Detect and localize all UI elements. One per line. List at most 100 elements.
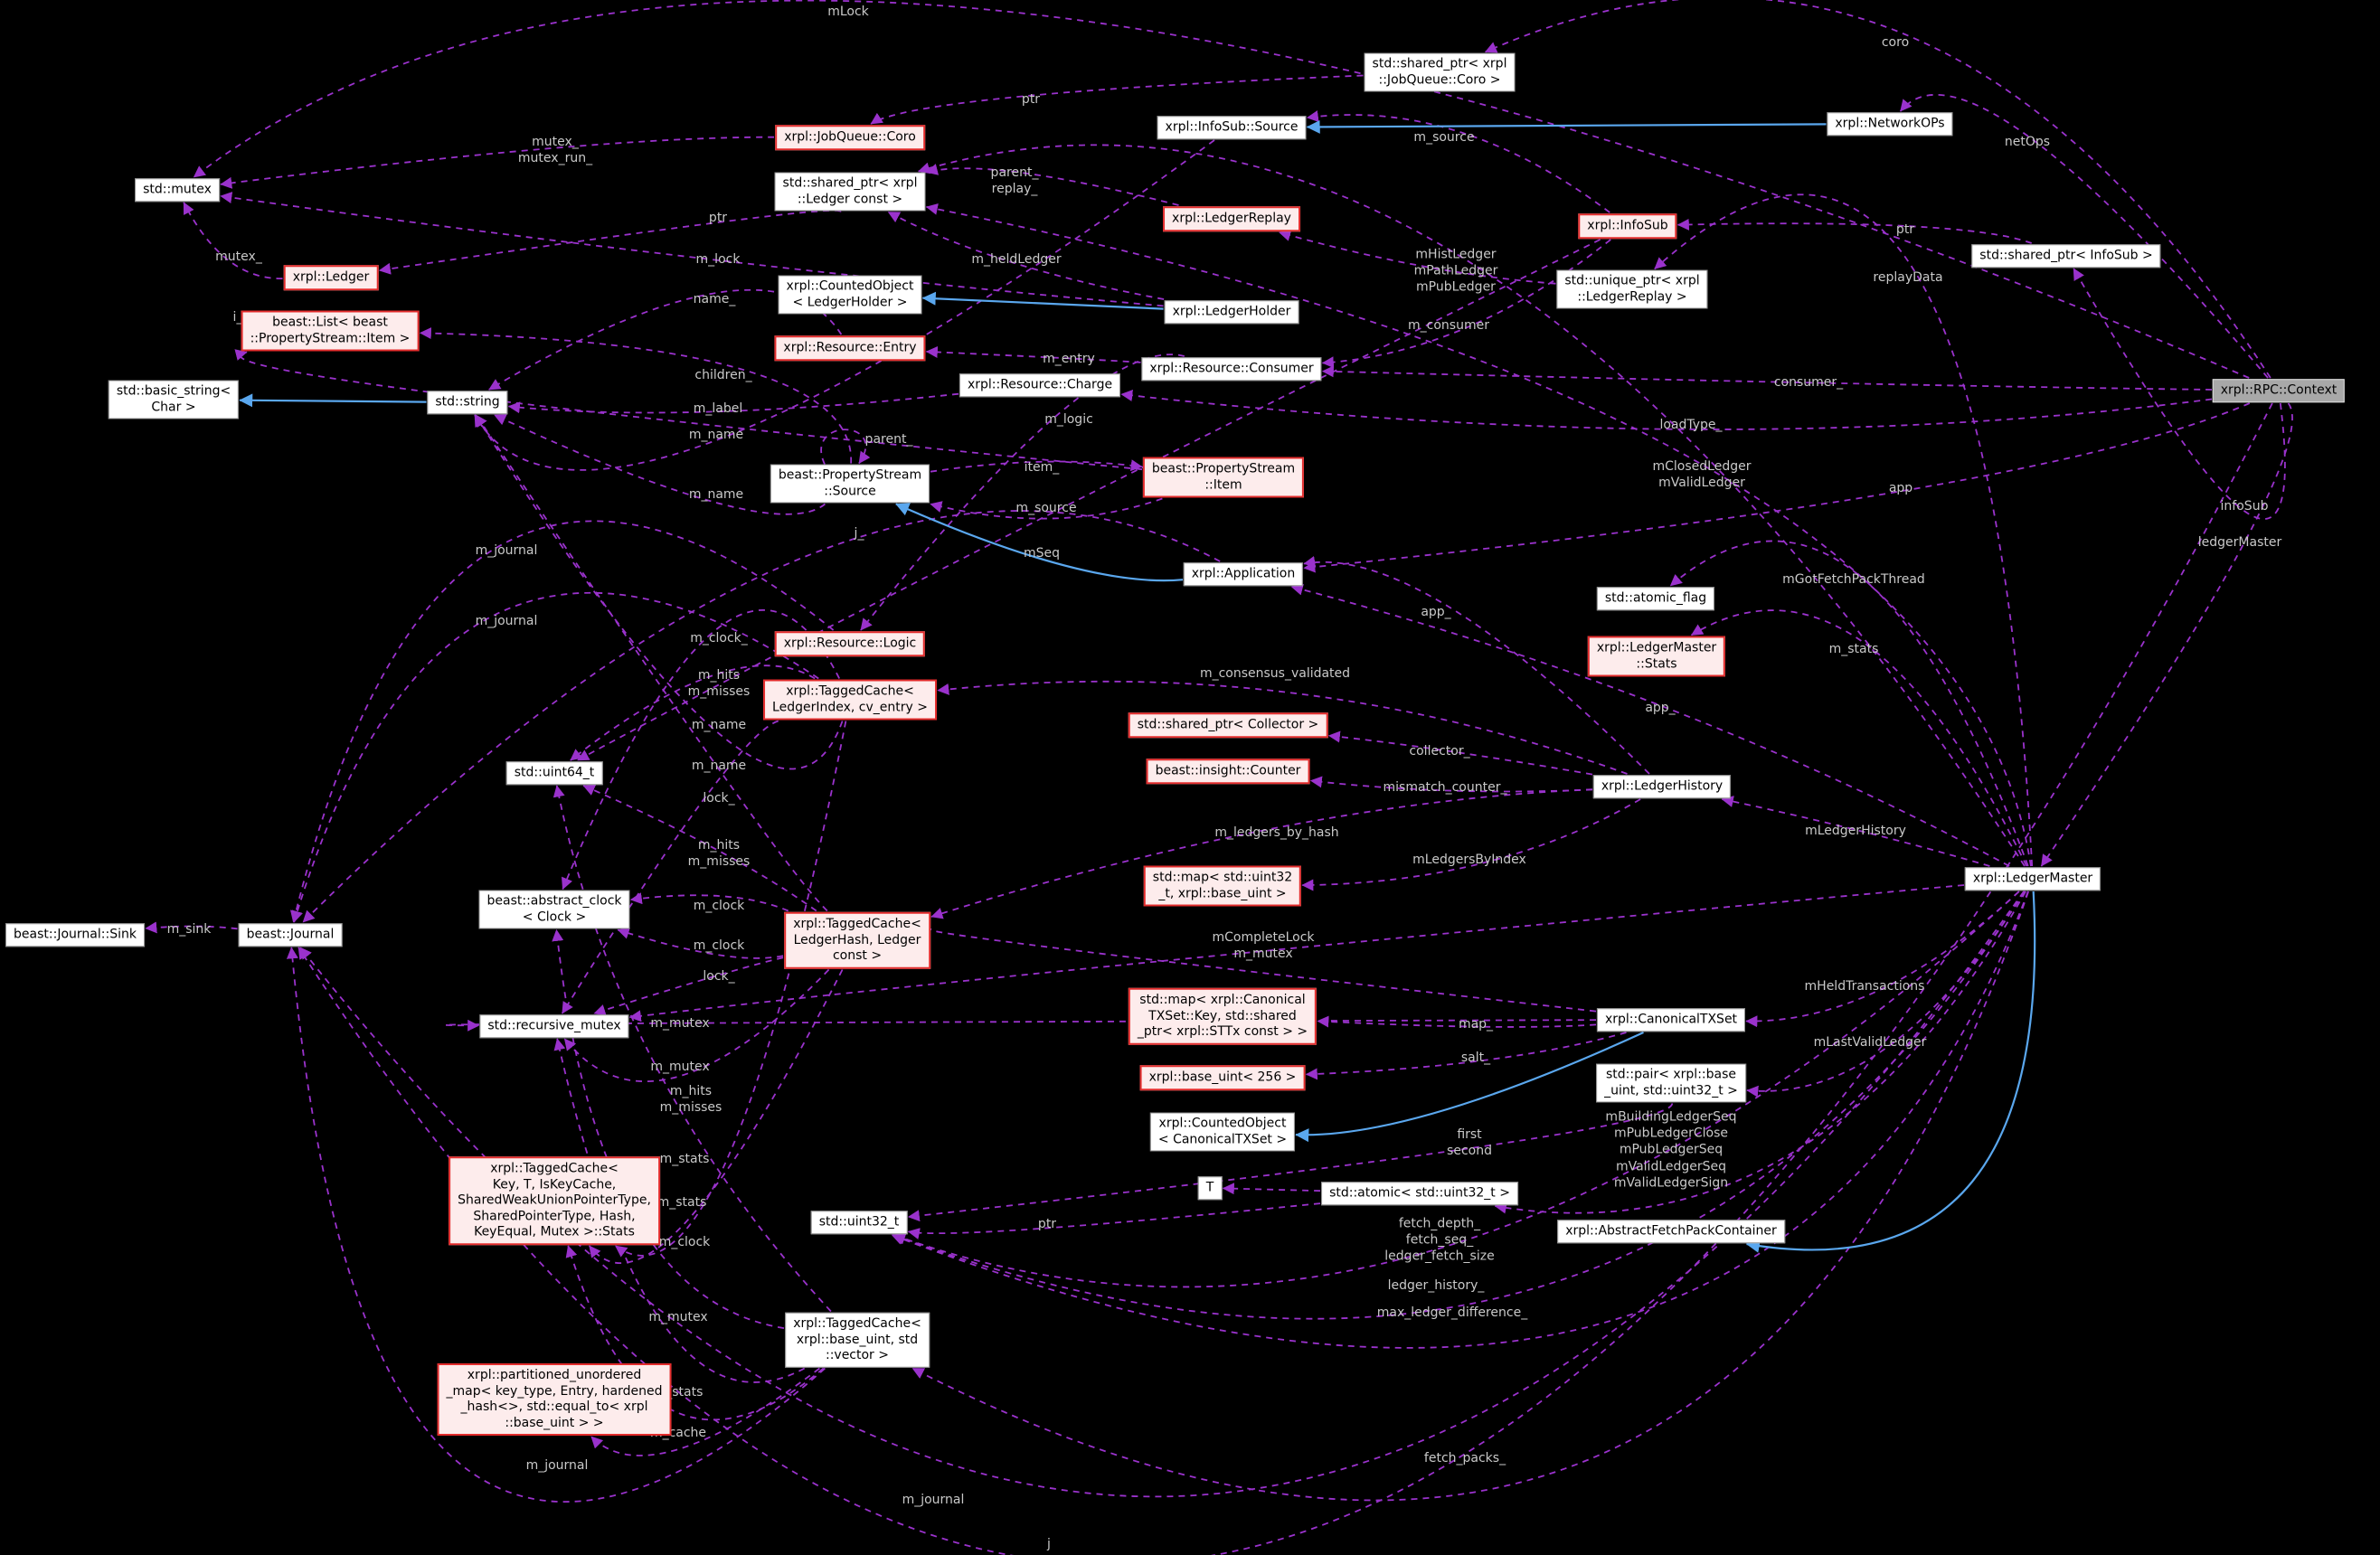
edge-label-m_consumer: m_consumer (1408, 317, 1489, 333)
edge-application-ps_source (895, 503, 1184, 582)
node-abstract_clock[interactable]: beast::abstract_clock < Clock > (478, 890, 630, 929)
node-map_canonical[interactable]: std::map< xrpl::Canonical TXSet::Key, st… (1128, 987, 1318, 1045)
node-journal_sink[interactable]: beast::Journal::Sink (5, 923, 145, 947)
node-co_canonicaltxset[interactable]: xrpl::CountedObject < CanonicalTXSet > (1149, 1112, 1296, 1152)
node-ledgerreplay[interactable]: xrpl::LedgerReplay (1163, 206, 1300, 231)
edge-label-netOps: netOps (2004, 134, 2051, 149)
edge-ps_source-string (494, 414, 826, 515)
node-ledgermaster[interactable]: xrpl::LedgerMaster (1964, 867, 2101, 891)
edge-label-m_stats: m_stats (656, 1194, 707, 1210)
node-canonicaltxset[interactable]: xrpl::CanonicalTXSet (1596, 1008, 1746, 1032)
node-up_ledgerreplay[interactable]: std::unique_ptr< xrpl ::LedgerReplay > (1556, 269, 1708, 309)
edge-label-m_name: m_name (688, 427, 744, 442)
node-uint32[interactable]: std::uint32_t (810, 1211, 908, 1234)
node-uint64[interactable]: std::uint64_t (505, 761, 603, 785)
node-sp_jq_coro[interactable]: std::shared_ptr< xrpl ::JobQueue::Coro > (1364, 52, 1516, 92)
edge-tc_ledgerindex-journal (291, 592, 819, 923)
edge-label-m_clock: m_clock (658, 1234, 711, 1249)
edge-application-journal (302, 510, 1221, 923)
node-tc_ledgerhash[interactable]: xrpl::TaggedCache< LedgerHash, Ledger co… (784, 911, 930, 969)
edge-rpc_context-application (1303, 402, 2251, 573)
node-ps_item[interactable]: beast::PropertyStream ::Item (1142, 457, 1305, 498)
node-ledgerholder[interactable]: xrpl::LedgerHolder (1164, 300, 1299, 324)
edge-atomic_uint32-uint32 (907, 1202, 1321, 1239)
edge-ps_source-ps_source (820, 429, 871, 465)
node-atomic_flag[interactable]: std::atomic_flag (1596, 587, 1715, 610)
node-networkops[interactable]: xrpl::NetworkOPs (1827, 112, 1953, 136)
node-journal[interactable]: beast::Journal (238, 923, 343, 947)
edge-label-m_logic: m_logic (1044, 411, 1093, 427)
node-resource_charge[interactable]: xrpl::Resource::Charge (959, 373, 1121, 397)
edge-tc_ledgerindex-string (475, 414, 844, 770)
node-beast_list[interactable]: beast::List< beast ::PropertyStream::Ite… (241, 310, 420, 352)
node-rpc_context[interactable]: xrpl::RPC::Context (2212, 379, 2346, 402)
edge-label-m_source: m_source (1015, 500, 1077, 515)
edge-ledgermaster-lm_stats (1690, 609, 2028, 867)
edge-ledgerreplay-sp_ledger_const (925, 164, 1179, 206)
edge-tc_ledgerhash-tc_stats (588, 969, 844, 1264)
edge-label-m_journal: m_journal (902, 1492, 965, 1507)
edge-label-mLedgersByIndex: mLedgersByIndex (1412, 852, 1526, 867)
node-resource_entry[interactable]: xrpl::Resource::Entry (774, 335, 926, 361)
edge-atomic_uint32-t_box (1222, 1183, 1321, 1195)
node-infosub_source[interactable]: xrpl::InfoSub::Source (1157, 116, 1307, 139)
edge-tc_baseuint_vector-tc_stats (565, 1245, 825, 1421)
edge-label-m_lock: m_lock (695, 251, 741, 267)
node-ps_source[interactable]: beast::PropertyStream ::Source (770, 464, 930, 504)
node-string[interactable]: std::string (427, 391, 508, 414)
node-pair_baseuint[interactable]: std::pair< xrpl::base _uint, std::uint32… (1596, 1063, 1746, 1103)
node-sp_collector[interactable]: std::shared_ptr< Collector > (1128, 712, 1328, 738)
node-t_box[interactable]: T (1197, 1176, 1223, 1200)
edge-label-m_journal: m_journal (475, 542, 538, 558)
node-sp_ledger_const[interactable]: std::shared_ptr< xrpl ::Ledger const > (774, 172, 926, 212)
edge-label-consumer_: consumer_ (1773, 374, 1844, 390)
edge-ledgerholder-mutex (220, 192, 1164, 307)
node-tc_stats[interactable]: xrpl::TaggedCache< Key, T, IsKeyCache, S… (449, 1156, 660, 1245)
node-tc_baseuint_vector[interactable]: xrpl::TaggedCache< xrpl::base_uint, std … (785, 1312, 930, 1368)
edge-label-mCompleteLock: mCompleteLock m_mutex (1212, 929, 1315, 961)
node-co_ledgerholder[interactable]: xrpl::CountedObject < LedgerHolder > (778, 275, 922, 315)
node-sp_infosub[interactable]: std::shared_ptr< InfoSub > (1971, 244, 2161, 268)
node-tc_ledgerindex[interactable]: xrpl::TaggedCache< LedgerIndex, cv_entry… (763, 679, 937, 721)
node-recursive_mutex[interactable]: std::recursive_mutex (479, 1014, 629, 1038)
edge-label-name_: name_ (693, 291, 736, 306)
edge-sp_jq_coro-jobqueue_coro (870, 74, 1364, 125)
edge-label-m_hits: m_hits m_misses (659, 1083, 722, 1115)
edge-label-mLock: mLock (827, 4, 869, 19)
node-partitioned_map[interactable]: xrpl::partitioned_unordered _map< key_ty… (437, 1363, 672, 1436)
edge-ledgermaster-canonicaltxset (1745, 891, 2020, 1028)
edge-canonicaltxset-map_canonical (1317, 1015, 1597, 1028)
edge-label-mHistLedger: mHistLedger mPathLedger mPubLedger (1413, 247, 1498, 296)
node-infosub[interactable]: xrpl::InfoSub (1578, 213, 1677, 239)
edge-label-mutex_: mutex_ (215, 249, 262, 264)
node-map_uint32_baseuint[interactable]: std::map< std::uint32 _t, xrpl::base_uin… (1143, 865, 1302, 907)
edge-label-m_label: m_label (693, 401, 743, 416)
node-lm_stats[interactable]: xrpl::LedgerMaster ::Stats (1587, 636, 1726, 677)
edge-ps_source-ps_item (930, 459, 1143, 473)
edge-ledgerholder-co_ledgerholder (921, 291, 1164, 310)
node-application[interactable]: xrpl::Application (1183, 562, 1304, 586)
edge-label-m_clock: m_clock (693, 898, 745, 913)
node-abstractfetchpack[interactable]: xrpl::AbstractFetchPackContainer (1557, 1220, 1785, 1243)
edge-label-i_: i_ (232, 309, 243, 325)
node-insight_counter[interactable]: beast::insight::Counter (1146, 759, 1310, 784)
edge-label-mBuildingLedgerSeq: mBuildingLedgerSeq mPubLedgerClose mPubL… (1605, 1109, 1737, 1191)
node-ledger[interactable]: xrpl::Ledger (283, 265, 379, 290)
edge-label-app: app (1888, 480, 1913, 495)
node-resource_consumer[interactable]: xrpl::Resource::Consumer (1141, 357, 1322, 381)
node-mutex[interactable]: std::mutex (135, 178, 220, 202)
node-atomic_uint32[interactable]: std::atomic< std::uint32_t > (1321, 1182, 1518, 1205)
edge-canonicaltxset-co_canonicaltxset (1295, 1031, 1644, 1143)
node-basic_string[interactable]: std::basic_string< Char > (108, 380, 240, 419)
edge-ledgermaster-uint32 (891, 891, 2029, 1349)
node-base_uint256[interactable]: xrpl::base_uint< 256 > (1139, 1065, 1306, 1090)
edge-tc_baseuint_vector-partitioned_map (590, 1367, 820, 1456)
node-resource_logic[interactable]: xrpl::Resource::Logic (774, 631, 926, 656)
edge-tc_baseuint_vector-journal (286, 947, 826, 1503)
edge-label-m_clock_: m_clock_ (690, 630, 748, 646)
edge-label-mClosedLedger: mClosedLedger mValidLedger (1652, 458, 1752, 490)
node-jobqueue_coro[interactable]: xrpl::JobQueue::Coro (775, 125, 925, 150)
edge-label-j_: j_ (854, 525, 864, 541)
node-ledgerhistory[interactable]: xrpl::LedgerHistory (1592, 775, 1732, 798)
